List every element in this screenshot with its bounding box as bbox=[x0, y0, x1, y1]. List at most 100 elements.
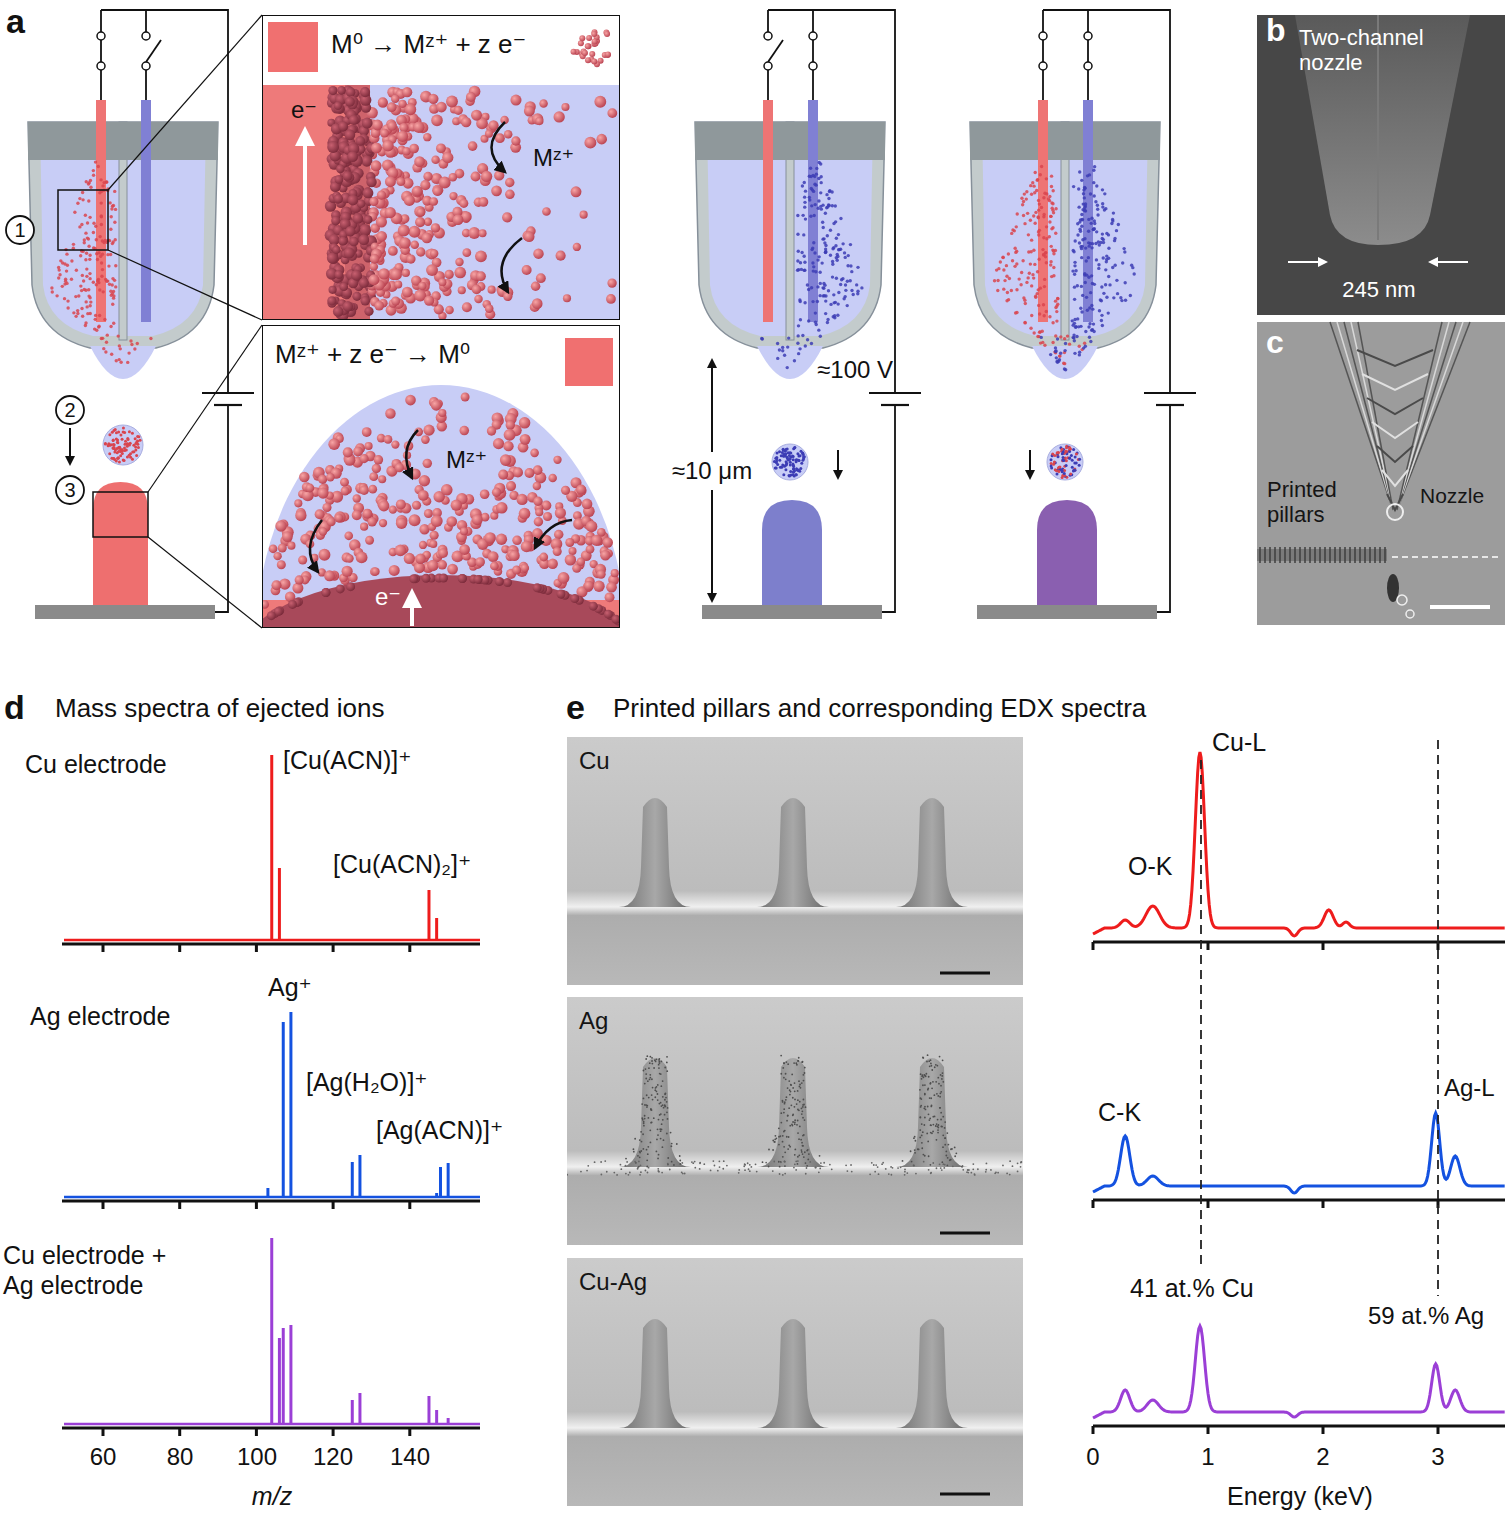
oxidation-inset bbox=[349, 237, 358, 246]
oxidation-inset bbox=[423, 133, 431, 141]
oxidation-inset bbox=[353, 213, 364, 224]
nozzle-illustration bbox=[1062, 362, 1065, 365]
nozzle-illustration bbox=[792, 458, 795, 461]
nozzle-illustration bbox=[1111, 218, 1114, 221]
nozzle-illustration bbox=[104, 442, 107, 445]
reduction-inset bbox=[418, 490, 429, 501]
nozzle-illustration bbox=[110, 207, 113, 210]
nozzle-illustration bbox=[1051, 321, 1054, 324]
nozzle-illustration bbox=[775, 457, 778, 460]
oxidation-inset bbox=[371, 142, 382, 153]
nozzle-illustration bbox=[1020, 271, 1023, 274]
oxidation-inset bbox=[532, 298, 543, 309]
nozzle-illustration bbox=[798, 347, 801, 350]
annotation bbox=[93, 492, 148, 537]
reduction-inset bbox=[412, 501, 421, 510]
nozzle-illustration bbox=[1023, 321, 1026, 324]
oxidation-inset bbox=[468, 141, 478, 151]
reduction-inset bbox=[493, 438, 504, 449]
nozzle-illustration bbox=[1123, 250, 1126, 253]
nozzle-illustration bbox=[850, 289, 853, 292]
nozzle-illustration bbox=[1015, 262, 1018, 265]
nozzle-illustration bbox=[695, 122, 885, 348]
nozzle-illustration bbox=[792, 468, 795, 471]
nozzle-illustration bbox=[789, 464, 792, 467]
nozzle-illustration bbox=[1112, 296, 1115, 299]
nozzle-illustration bbox=[1045, 177, 1048, 180]
oxidation-inset bbox=[402, 287, 413, 298]
nozzle-illustration bbox=[87, 245, 90, 248]
nozzle-illustration bbox=[796, 269, 799, 272]
nozzle-illustration bbox=[1053, 454, 1056, 457]
nozzle-illustration bbox=[795, 467, 798, 470]
nozzle-illustration bbox=[118, 447, 121, 450]
nozzle-illustration bbox=[1032, 346, 1098, 379]
nozzle-illustration bbox=[1054, 299, 1057, 302]
nozzle-illustration bbox=[1038, 202, 1041, 205]
nozzle-illustration bbox=[1045, 310, 1048, 313]
nozzle-illustration bbox=[90, 346, 156, 379]
nozzle-illustration bbox=[797, 459, 800, 462]
oxidation-inset bbox=[571, 186, 582, 197]
oxidation-inset bbox=[605, 52, 611, 58]
oxidation-inset bbox=[481, 171, 492, 182]
nozzle-illustration bbox=[812, 10, 814, 32]
oxidation-inset bbox=[462, 248, 471, 257]
nozzle-illustration bbox=[821, 203, 824, 206]
oxidation-inset bbox=[339, 282, 348, 291]
nozzle-illustration bbox=[1101, 202, 1104, 205]
nozzle-illustration bbox=[1103, 208, 1106, 211]
nozzle-illustration bbox=[97, 278, 100, 281]
reduction-inset bbox=[512, 566, 521, 575]
nozzle-illustration bbox=[1078, 170, 1081, 173]
reduction-inset bbox=[345, 554, 353, 562]
nozzle-illustration bbox=[110, 215, 113, 218]
nozzle-illustration bbox=[109, 325, 112, 328]
nozzle-illustration bbox=[1132, 272, 1135, 275]
nozzle-illustration bbox=[1085, 296, 1088, 299]
nozzle-illustration bbox=[1048, 315, 1051, 318]
nozzle-illustration bbox=[57, 268, 60, 271]
nozzle-illustration bbox=[1048, 235, 1051, 238]
nozzle-illustration bbox=[1087, 325, 1090, 328]
nozzle-illustration bbox=[1072, 469, 1075, 472]
nozzle-illustration bbox=[970, 122, 1160, 348]
reduction-inset bbox=[512, 535, 522, 545]
nozzle-illustration bbox=[836, 314, 839, 317]
nozzle-illustration bbox=[100, 40, 102, 62]
nozzle-illustration bbox=[76, 312, 79, 315]
oxidation-inset bbox=[531, 281, 541, 291]
nozzle-illustration bbox=[1116, 292, 1119, 295]
nozzle-illustration bbox=[101, 184, 104, 187]
oxidation-inset bbox=[556, 251, 566, 261]
nozzle-illustration bbox=[1050, 275, 1053, 278]
reduction-inset bbox=[520, 564, 529, 573]
oxidation-inset bbox=[533, 248, 544, 259]
oxidation-inset bbox=[416, 247, 425, 256]
oxidation-inset bbox=[391, 297, 400, 306]
nozzle-illustration bbox=[1107, 247, 1110, 250]
nozzle-illustration bbox=[89, 300, 92, 303]
nozzle-illustration bbox=[1065, 459, 1068, 462]
oxidation-inset bbox=[553, 111, 564, 122]
oxidation-inset bbox=[475, 250, 487, 262]
nozzle-illustration bbox=[109, 228, 112, 231]
nozzle-illustration bbox=[119, 347, 122, 350]
nozzle-illustration bbox=[1089, 340, 1092, 343]
nozzle-illustration bbox=[1037, 199, 1040, 202]
nozzle-illustration bbox=[786, 366, 789, 369]
reduction-inset bbox=[492, 488, 501, 497]
nozzle-illustration bbox=[821, 221, 824, 224]
nozzle-illustration bbox=[1096, 204, 1099, 207]
nozzle-illustration bbox=[702, 605, 882, 619]
nozzle-illustration bbox=[112, 204, 115, 207]
nozzle-illustration bbox=[141, 100, 151, 322]
oxidation-inset bbox=[408, 226, 420, 238]
nozzle-illustration bbox=[94, 160, 97, 163]
nozzle-illustration bbox=[1034, 211, 1037, 214]
nozzle-illustration bbox=[1078, 345, 1081, 348]
nozzle-illustration bbox=[1068, 342, 1071, 345]
nozzle-illustration bbox=[1048, 199, 1051, 202]
reduction-inset bbox=[506, 420, 515, 429]
oxidation-inset bbox=[332, 246, 340, 254]
